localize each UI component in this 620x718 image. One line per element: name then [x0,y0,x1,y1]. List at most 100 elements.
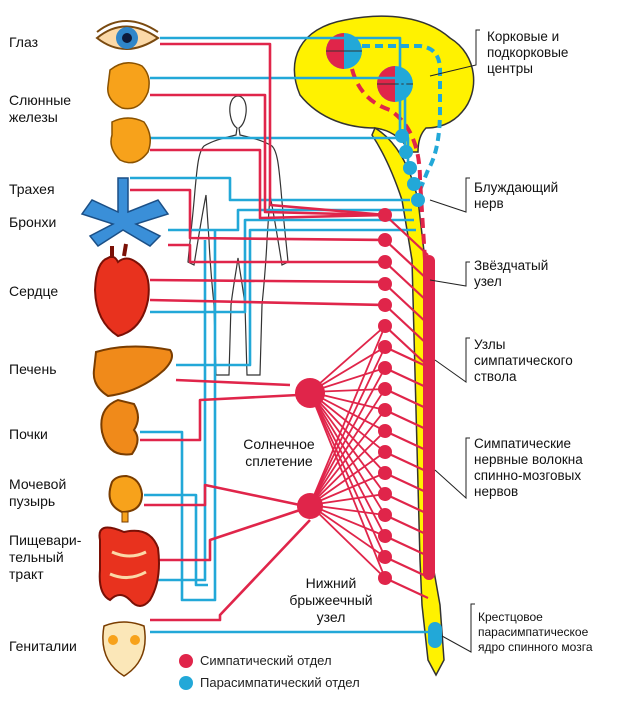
label-liver: Печень [9,361,57,377]
annotation-leaders [429,29,480,653]
parasympathetic-fiber-4 [130,176,410,202]
solar-fan-9 [309,391,386,495]
label-salivary: Слюнные железы [9,92,72,125]
mesenteric-fan-3 [309,367,386,506]
mesenteric-fan-2 [309,346,386,506]
sympathetic-trunk-ganglion-1 [378,208,392,222]
bladder-icon [108,474,144,523]
sympathetic-fiber-9 [140,393,299,442]
chain-connector-1 [384,214,429,256]
sympathetic-trunk-ganglion-9 [378,382,392,396]
chain-connector-5 [384,304,429,346]
chain-connector-17 [384,556,429,578]
organ-icons [80,20,173,677]
mesenteric-fan-7 [309,451,386,506]
digestive-tract-icon [98,526,160,607]
mesenteric-fan-6 [309,430,386,506]
chain-connector-9 [384,388,429,410]
solar-fan-8 [309,391,386,474]
sympathetic-fiber-5 [168,243,385,264]
parasympathetic-tract-dashed [362,44,442,191]
sympathetic-fiber-2 [150,93,386,217]
ganglia [295,208,392,585]
label-trachea: Трахея [9,181,55,197]
sympathetic-trunk-ganglion-2 [378,233,392,247]
sympathetic-trunk-ganglion-10 [378,403,392,417]
chain-connector-15 [384,514,429,536]
sympathetic-fiber-3 [150,148,386,220]
annotation-sympathetic-fibers: Симпатические нервные волокна спинно-моз… [474,436,583,499]
chain-connector-13 [384,472,429,494]
chain-connector-6 [384,325,429,367]
solar-fan-2 [309,346,386,393]
sympathetic-trunk-ganglion-14 [378,487,392,501]
solar-fan-11 [309,391,386,537]
sympathetic-fiber-12 [150,519,311,622]
sympathetic-trunk-ganglion-8 [378,361,392,375]
solar-fan-1 [309,325,386,393]
solar-plexus-ganglion [295,378,325,408]
sympathetic-fiber-11 [150,508,301,562]
sympathetic-trunk-ganglion-11 [378,424,392,438]
sympathetic-column [423,255,435,580]
annotation-stellate: Звёздчатый узел [474,258,549,289]
legend-parasympathetic-label: Парасимпатический отдел [200,675,360,690]
parasympathetic-fiber-3 [150,136,410,165]
sympathetic-trunk-ganglion-7 [378,340,392,354]
sympathetic-tract-dashed [350,68,427,261]
chain-connector-10 [384,409,429,431]
sympathetic-trunk-ganglion-6 [378,319,392,333]
sympathetic-trunk-ganglion-12 [378,445,392,459]
parasympathetic-fiber-6 [150,218,414,314]
sympathetic-fiber-7 [149,298,386,307]
label-kidneys: Почки [9,426,48,442]
eye-icon [95,20,160,50]
chain-connector-16 [384,535,429,557]
sympathetic-fiber-6 [149,278,386,284]
solar-fan-12 [309,391,386,558]
legend-sympathetic-label: Симпатический отдел [200,653,332,668]
solar-fan-13 [309,391,386,579]
legend-parasympathetic-dot [179,676,193,690]
chain-connector-18 [384,577,429,599]
chain-connector-8 [384,367,429,389]
sympathetic-fiber-10 [144,483,301,507]
chain-connector-2 [384,239,429,281]
chain-connector-3 [384,261,429,303]
sympathetic-trunk-ganglion-3 [378,255,392,269]
sympathetic-trunk-ganglion-17 [378,550,392,564]
heart-icon [93,243,150,338]
annotation-mesenteric: Нижний брыжеечный узел [289,575,373,625]
solar-fan-10 [309,391,386,516]
label-eye: Глаз [9,34,39,50]
parasympathetic-fiber-1 [160,36,402,130]
label-bladder: Мочевой пузырь [9,476,67,509]
annotation-vagus: Блуждающий нерв [474,180,559,211]
chain-connector-14 [384,493,429,515]
label-digestive: Пищевари- тельный тракт [9,532,82,582]
annotation-sacral: Крестцовое парасимпатическое ядро спинно… [478,610,593,654]
label-genitals: Гениталии [9,638,77,654]
chain-connector-7 [384,346,429,368]
sympathetic-fiber-4 [130,188,386,242]
legend-sympathetic: Симпатический отдел [200,653,332,668]
sympathetic-trunk-ganglion-13 [378,466,392,480]
parasympathetic-fiber-2 [150,76,407,150]
annotation-sympathetic-trunk: Узлы симпатического ствола [474,337,573,384]
label-heart: Сердце [9,283,59,299]
parasympathetic-fiber-8 [140,230,217,602]
chain-connector-4 [384,283,429,325]
sympathetic-trunk-ganglion-16 [378,529,392,543]
mesenteric-fan-13 [309,504,386,579]
sacral-nucleus [428,622,442,648]
parasympathetic-fiber-10 [150,240,207,582]
nerve-fibers [130,36,432,634]
sympathetic-trunk-ganglion-18 [378,571,392,585]
cortical-center-1 [326,33,362,69]
mesenteric-fan-1 [309,325,386,506]
parasympathetic-fiber-9 [144,493,208,587]
inferior-mesenteric-ganglion [297,493,323,519]
annotation-cortical: Корковые и подкорковые центры [487,29,569,76]
